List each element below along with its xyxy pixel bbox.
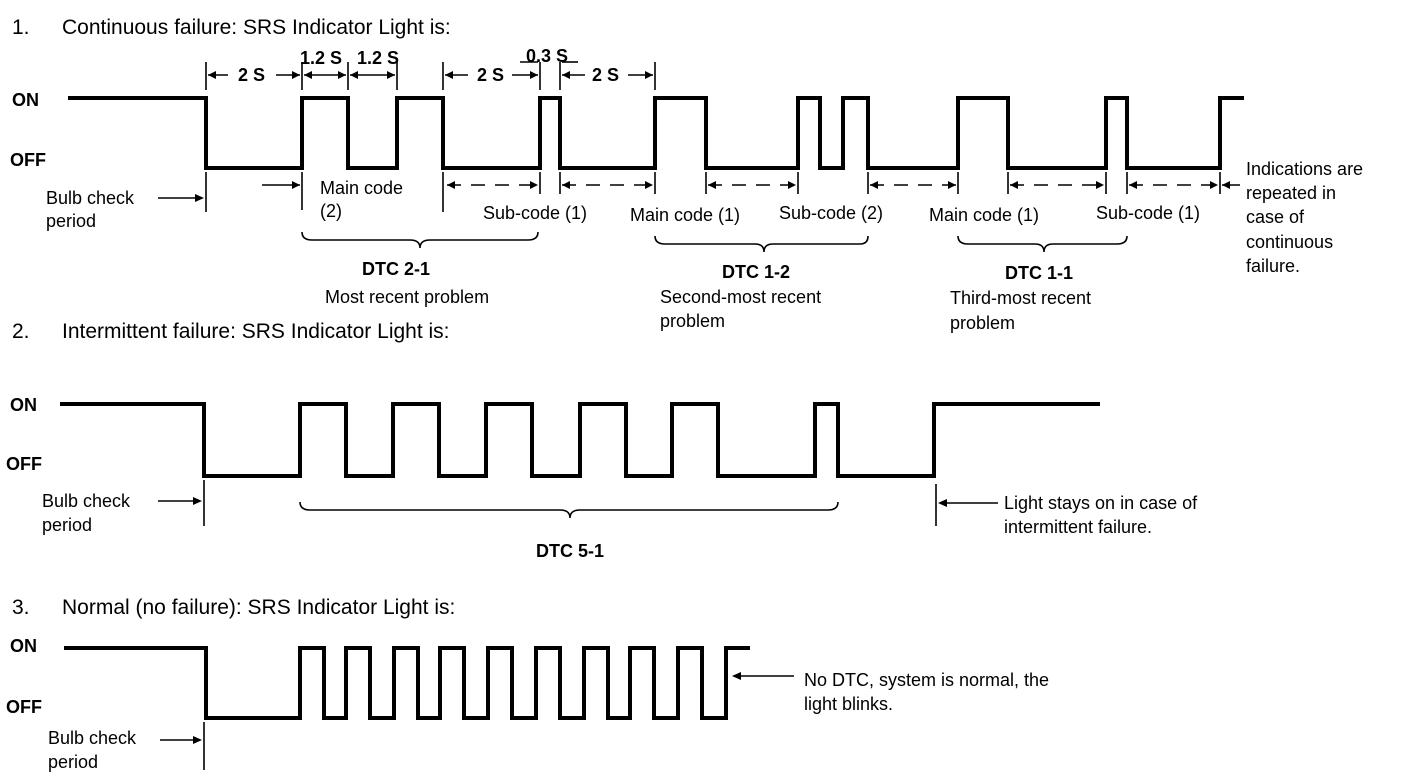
section-1-off-label: OFF — [10, 150, 46, 170]
brace-dtc-2-1 — [301, 231, 539, 249]
timing-label-0-3s: 0.3 S — [526, 46, 568, 66]
timing-label-2s-b: 2 S — [477, 65, 504, 85]
section-3-signal-waveform — [64, 646, 750, 720]
section-2-signal-waveform — [60, 402, 1100, 478]
section-1-note-line-4: continuous — [1246, 232, 1333, 252]
dtc-1-2-code: DTC 1-2 — [722, 262, 790, 282]
section-3-title: Normal (no failure): SRS Indicator Light… — [62, 596, 455, 619]
brace-dtc-1-2 — [654, 235, 869, 253]
section-1-note-line-2: repeated in — [1246, 183, 1336, 203]
label-sub-code-1-a: Sub-code (1) — [483, 203, 587, 223]
section-3-note-arrowhead — [732, 672, 741, 680]
dtc-2-1-code: DTC 2-1 — [362, 259, 430, 279]
section-1-on-label: ON — [12, 90, 39, 110]
timing-label-1-2s-a: 1.2 S — [300, 48, 342, 68]
label-main-code-2: Main code — [320, 178, 403, 198]
section-2-note-line-2: intermittent failure. — [1004, 517, 1152, 537]
section-2-bulb-check-label: Bulb check — [42, 491, 131, 511]
section-3-on-label: ON — [10, 636, 37, 656]
label-sub-code-1-b: Sub-code (1) — [1096, 203, 1200, 223]
section-2-on-label: ON — [10, 395, 37, 415]
section-1-code-interval-arrows — [262, 181, 1240, 189]
dtc-1-2-desc-line-2: problem — [660, 311, 725, 331]
dtc-1-1-desc-line-2: problem — [950, 313, 1015, 333]
dtc-1-2-desc-line-1: Second-most recent — [660, 287, 821, 307]
section-2-number: 2. — [12, 320, 30, 343]
section-1-note-line-1: Indications are — [1246, 159, 1363, 179]
section-2-note-arrowhead — [938, 499, 947, 507]
section-3-note-line-2: light blinks. — [804, 694, 893, 714]
section-1-number: 1. — [12, 16, 30, 39]
timing-label-1-2s-b: 1.2 S — [357, 48, 399, 68]
section-1-note-line-3: case of — [1246, 207, 1305, 227]
section-2-bulb-check-label-2: period — [42, 515, 92, 535]
section-1-signal-waveform — [68, 96, 1244, 170]
section-1-timing-arrows — [208, 61, 653, 79]
section-1-time-markers — [205, 62, 1221, 212]
section-2-note-line-1: Light stays on in case of — [1004, 493, 1198, 513]
section-1-note-line-5: failure. — [1246, 256, 1300, 276]
brace-dtc-5-1 — [299, 501, 839, 519]
section-1-bulb-check-label: Bulb check — [46, 188, 135, 208]
dtc-1-1-code: DTC 1-1 — [1005, 263, 1073, 283]
brace-dtc-1-1 — [957, 235, 1128, 253]
dtc-2-1-desc: Most recent problem — [325, 287, 489, 307]
section-3-bulb-check-arrowhead — [193, 736, 202, 744]
section-1-bulb-check-arrowhead — [195, 194, 204, 202]
section-2-off-label: OFF — [6, 454, 42, 474]
label-main-code-1-b: Main code (1) — [929, 205, 1039, 225]
section-3-note-line-1: No DTC, system is normal, the — [804, 670, 1049, 690]
label-main-code-2-value: (2) — [320, 201, 342, 221]
dtc-1-1-desc-line-1: Third-most recent — [950, 288, 1091, 308]
section-3-off-label: OFF — [6, 697, 42, 717]
section-3-bulb-check-label-2: period — [48, 752, 98, 772]
section-2-bulb-check-arrowhead — [193, 497, 202, 505]
section-3-number: 3. — [12, 596, 30, 619]
label-sub-code-2: Sub-code (2) — [779, 203, 883, 223]
dtc-5-1-code: DTC 5-1 — [536, 541, 604, 561]
timing-label-2s-a: 2 S — [238, 65, 265, 85]
section-2-title: Intermittent failure: SRS Indicator Ligh… — [62, 320, 450, 343]
section-1-title: Continuous failure: SRS Indicator Light … — [62, 16, 451, 39]
label-main-code-1-a: Main code (1) — [630, 205, 740, 225]
section-1-bulb-check-label-2: period — [46, 211, 96, 231]
timing-label-2s-c: 2 S — [592, 65, 619, 85]
section-3-bulb-check-label: Bulb check — [48, 728, 137, 748]
